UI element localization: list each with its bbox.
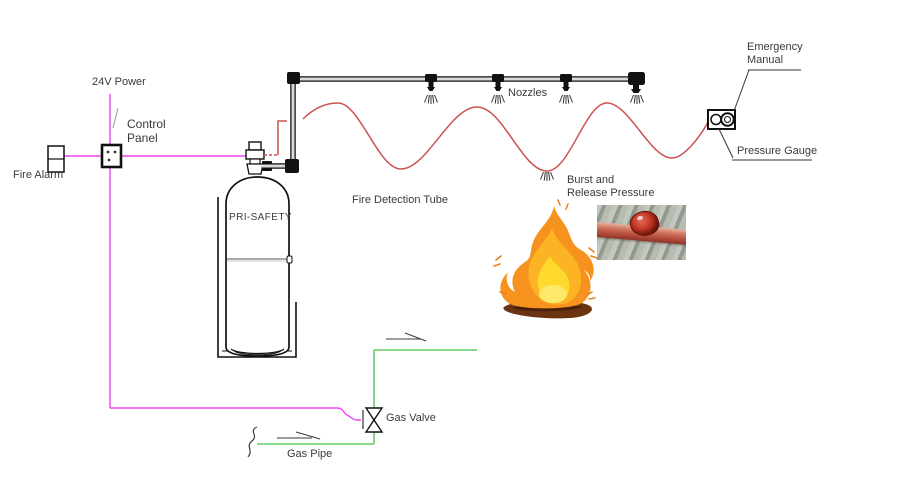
label-24v-power: 24V Power bbox=[92, 76, 146, 88]
label-emergency-manual: Emergency Manual bbox=[747, 41, 803, 67]
tank-valve-icon bbox=[245, 141, 272, 175]
nozzle-icon bbox=[560, 74, 572, 91]
label-emergency-line2: Manual bbox=[747, 54, 784, 66]
label-fire-detection-tube: Fire Detection Tube bbox=[352, 194, 448, 206]
label-pressure-gauge: Pressure Gauge bbox=[737, 145, 818, 157]
control-panel-icon bbox=[100, 107, 123, 169]
nozzle-row bbox=[424, 72, 645, 105]
nozzle-icon bbox=[425, 74, 437, 91]
label-nozzles: Nozzles bbox=[508, 87, 548, 99]
burst-tube-photo bbox=[597, 205, 686, 260]
label-burst-line2: Release Pressure bbox=[567, 187, 655, 199]
label-control-panel-line1: Control bbox=[127, 117, 166, 131]
flow-arrow-icon bbox=[277, 332, 427, 440]
label-burst-line1: Burst and bbox=[567, 174, 615, 186]
label-gas-pipe: Gas Pipe bbox=[287, 448, 333, 460]
label-gas-valve: Gas Valve bbox=[386, 412, 436, 424]
fire-alarm-icon bbox=[47, 145, 65, 173]
label-tank-brand: PRI-SAFETY bbox=[229, 212, 292, 223]
label-burst-release: Burst and Release Pressure bbox=[567, 174, 654, 200]
label-control-panel: Control Panel bbox=[127, 117, 166, 145]
signal-wiring bbox=[64, 94, 361, 421]
label-emergency-line1: Emergency bbox=[747, 41, 803, 53]
pressure-gauge-device-icon bbox=[707, 69, 812, 161]
discharge-pipe bbox=[262, 72, 637, 173]
burst-point-icon bbox=[540, 171, 554, 182]
gas-valve-icon bbox=[362, 407, 384, 433]
pipe-break-icon bbox=[247, 426, 258, 458]
fire-detection-tube-line bbox=[264, 102, 710, 172]
pipe-end-nozzle-icon bbox=[628, 72, 645, 93]
gas-piping bbox=[257, 349, 477, 445]
nozzle-icon bbox=[492, 74, 504, 91]
cylinder-tank-icon bbox=[225, 176, 293, 357]
label-fire-alarm: Fire Alarm bbox=[13, 169, 64, 181]
flame-icon bbox=[493, 199, 598, 319]
label-control-panel-line2: Panel bbox=[127, 131, 158, 145]
